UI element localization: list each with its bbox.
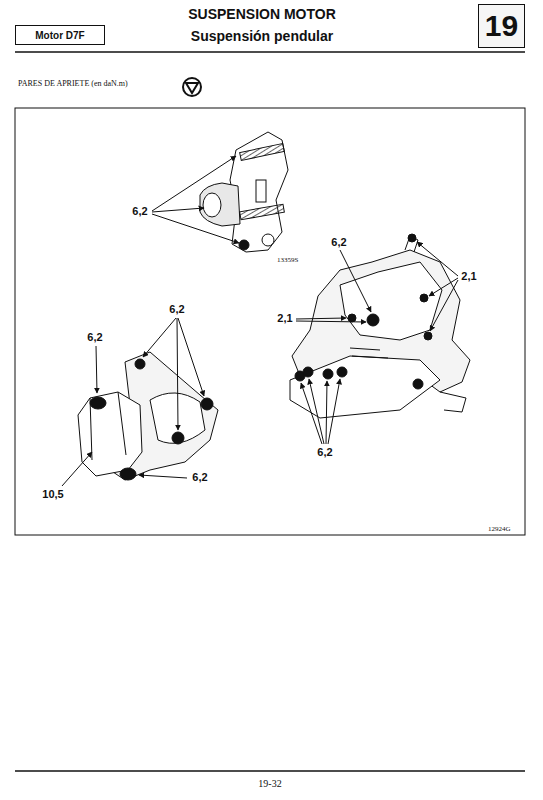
figure-ref: 12924G: [488, 525, 511, 533]
torque-heading: PARES DE APRIETE (en daN.m): [18, 79, 128, 88]
box-text: 19: [485, 9, 518, 43]
callout-number: 6,2: [132, 205, 147, 217]
callout-number: 6,2: [317, 446, 332, 458]
torque-symbol: [183, 78, 201, 96]
callout-number: 2,1: [461, 270, 476, 282]
subtitle: Suspensión pendular: [191, 28, 333, 44]
figure-ref: 13359S: [277, 256, 298, 264]
box-text: Motor D7F: [35, 30, 84, 41]
callout-number: 2,1: [277, 312, 292, 324]
callout-number: 6,2: [192, 471, 207, 483]
section-box: Motor D7F: [15, 25, 105, 45]
callout-number: 6,2: [87, 331, 102, 343]
page-title: SUSPENSION MOTOR: [188, 6, 336, 22]
callout-number: 6,2: [169, 303, 184, 315]
callout-number: 10,5: [42, 488, 63, 500]
page-number: 19-32: [258, 778, 281, 789]
callout-number: 6,2: [331, 236, 346, 248]
gearbox-mount: [78, 352, 218, 480]
chapter-box: 19: [478, 4, 525, 48]
side-mount: [290, 234, 470, 418]
